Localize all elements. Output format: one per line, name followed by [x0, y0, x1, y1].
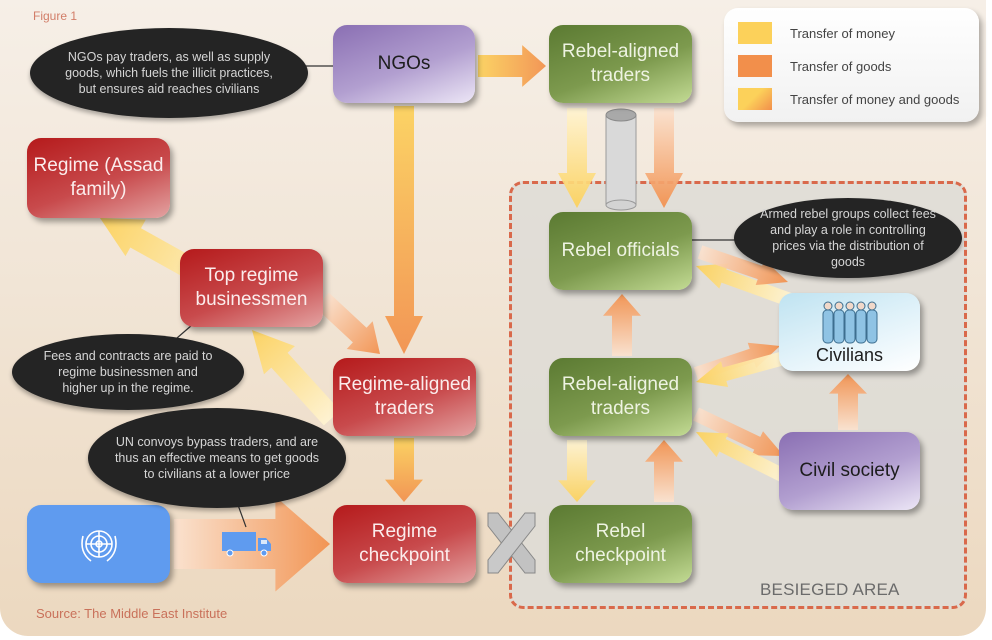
- callout-rebel-officials-text: Armed rebel groups collect fees and play…: [760, 207, 936, 269]
- node-ngos-label: NGOs: [377, 53, 431, 74]
- node-regime-checkpoint[interactable]: Regime checkpoint: [333, 505, 476, 583]
- flow-arrow-money-rebel-traders-top-to-rebel-officials: [558, 108, 596, 208]
- node-rebel-traders-inner[interactable]: Rebel-aligned traders: [549, 358, 692, 436]
- legend: Transfer of money Transfer of goods Tran…: [724, 8, 979, 122]
- flow-arrow-money-civilians-to-rebel-officials: [696, 263, 793, 307]
- legend-label-money-goods: Transfer of money and goods: [790, 91, 960, 107]
- node-ngos[interactable]: NGOs: [333, 25, 475, 103]
- legend-label-money: Transfer of money: [790, 25, 896, 41]
- flow-arrow-money-civilians-to-rebel-traders-inner: [696, 351, 786, 388]
- node-rebel-traders-top[interactable]: Rebel-aligned traders: [549, 25, 692, 103]
- legend-item-money: Transfer of money: [738, 22, 895, 44]
- truck-icon: [222, 532, 271, 557]
- legend-swatch-goods: [738, 55, 772, 77]
- flow-arrow-money-and-goods-regime-aligned-traders-to-regime-checkpoint: [385, 438, 423, 502]
- source-note: Source: The Middle East Institute: [36, 606, 228, 621]
- flow-arrow-goods-top-regime-businessmen-to-regime-aligned-traders: [315, 292, 380, 354]
- besieged-area-label: BESIEGED AREA: [760, 580, 900, 599]
- node-civil-society-label: Civil society: [799, 460, 900, 481]
- node-civilians-label: Civilians: [815, 345, 884, 365]
- node-regime-assad-label: Regime (Assad family): [33, 155, 164, 200]
- node-rebel-traders-inner-label: Rebel-aligned traders: [561, 374, 680, 419]
- callout-businessmen: Fees and contracts are paid to regime bu…: [12, 334, 244, 410]
- flow-arrow-money-rebel-traders-inner-to-rebel-checkpoint: [558, 440, 596, 502]
- flow-arrow-money-civil-society-to-rebel-traders-inner: [696, 432, 788, 483]
- node-rebel-checkpoint[interactable]: Rebel checkpoint: [549, 505, 692, 583]
- callout-connector: [176, 324, 193, 339]
- node-civilians[interactable]: Civilians: [779, 293, 920, 371]
- node-un[interactable]: [27, 505, 170, 583]
- node-regime-aligned-traders[interactable]: Regime-aligned traders: [333, 358, 476, 436]
- flow-arrow-goods-rebel-officials-to-civilians: [697, 245, 788, 286]
- flow-arrow-money-and-goods-ngos-to-regime-aligned-traders: [385, 106, 423, 354]
- flow-arrow-goods-rebel-traders-top-to-rebel-officials: [645, 108, 683, 208]
- flow-arrow-goods-rebel-traders-inner-to-civil-society: [692, 407, 784, 456]
- callout-connector: [237, 504, 247, 528]
- blocked-crossing-icon: [487, 512, 536, 574]
- node-rebel-officials-label: Rebel officials: [561, 240, 680, 261]
- node-rebel-officials[interactable]: Rebel officials: [549, 212, 692, 290]
- legend-item-goods: Transfer of goods: [738, 55, 891, 77]
- legend-swatch-money-goods: [738, 88, 772, 110]
- node-regime-aligned-traders-label: Regime-aligned traders: [337, 374, 472, 419]
- node-rebel-traders-top-label: Rebel-aligned traders: [561, 41, 680, 86]
- node-top-regime-businessmen-label: Top regime businessmen: [195, 265, 308, 310]
- pipe-icon: [605, 108, 637, 211]
- callout-un-text: UN convoys bypass traders, and are thus …: [114, 435, 320, 481]
- callout-businessmen-text: Fees and contracts are paid to regime bu…: [43, 349, 213, 395]
- figure-label: Figure 1: [33, 9, 78, 23]
- callout-rebel-officials: Armed rebel groups collect fees and play…: [734, 198, 962, 278]
- flow-arrow-money-regime-aligned-traders-to-top-regime-businessmen: [252, 330, 341, 426]
- node-civil-society[interactable]: Civil society: [779, 432, 920, 510]
- node-rebel-checkpoint-label: Rebel checkpoint: [575, 521, 666, 566]
- un-emblem-icon: [80, 530, 117, 562]
- flow-arrow-money-and-goods-ngos-to-rebel-traders-top: [478, 45, 546, 87]
- legend-item-money-goods: Transfer of money and goods: [738, 88, 959, 110]
- flow-arrow-goods-rebel-checkpoint-to-rebel-traders-inner: [645, 440, 683, 502]
- flow-arrow-goods-civil-society-to-civilians: [829, 374, 867, 430]
- callout-ngos-text: NGOs pay traders, as well as supply good…: [65, 50, 273, 96]
- legend-label-goods: Transfer of goods: [790, 58, 892, 74]
- civilians-group-icon: [822, 301, 877, 344]
- node-top-regime-businessmen[interactable]: Top regime businessmen: [180, 249, 323, 327]
- node-regime-checkpoint-label: Regime checkpoint: [359, 521, 450, 566]
- node-regime-assad[interactable]: Regime (Assad family): [27, 138, 170, 218]
- callout-un: UN convoys bypass traders, and are thus …: [88, 408, 346, 508]
- legend-swatch-money: [738, 22, 772, 44]
- flow-arrow-goods-rebel-traders-inner-to-rebel-officials: [603, 294, 641, 356]
- callout-ngos: NGOs pay traders, as well as supply good…: [30, 28, 308, 118]
